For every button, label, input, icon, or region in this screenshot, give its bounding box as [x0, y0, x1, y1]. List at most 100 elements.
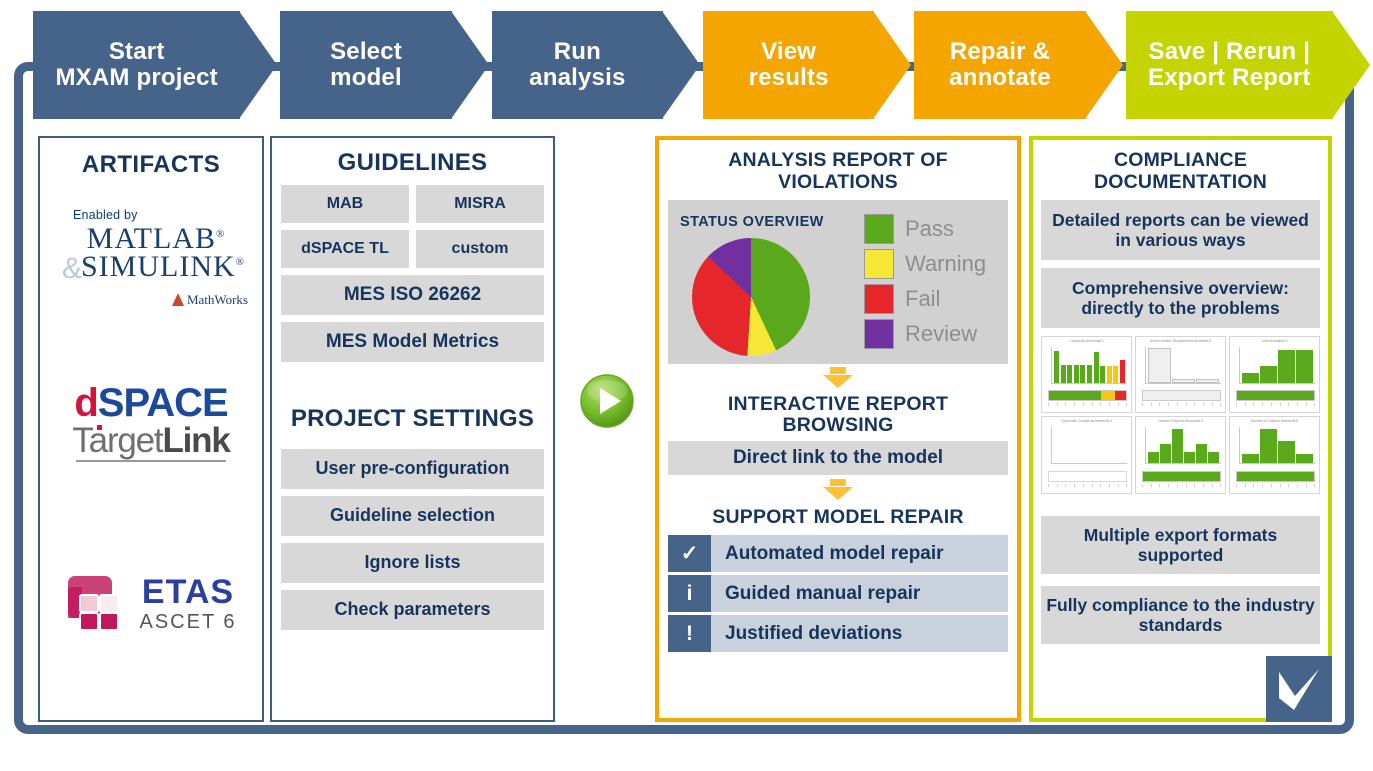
matlab-ampersand: & [62, 252, 83, 285]
legend-swatch-review [864, 319, 894, 350]
report-thumbnail-3[interactable]: Level thumbnail 3 [1229, 335, 1320, 414]
report-thumbnail-6[interactable]: Number of Outports thumbnail 6 [1229, 416, 1320, 494]
compliance-chip-industry-standards[interactable]: Fully compliance to the industry standar… [1041, 585, 1320, 644]
thumbnail-3-axis [1236, 403, 1315, 410]
ascet-version-label: ASCET 6 [139, 610, 237, 633]
repair-item-guided[interactable]: i Guided manual repair [668, 575, 1008, 613]
legend-label-fail: Fail [905, 286, 941, 312]
compliance-check-badge [1266, 656, 1332, 722]
legend-swatch-warning [864, 249, 894, 280]
etas-ascet-logo: ETAS ASCET 6 [40, 573, 262, 635]
status-overview-label: STATUS OVERVIEW [680, 213, 824, 230]
compliance-chip-export-formats[interactable]: Multiple export formats supported [1041, 515, 1320, 574]
etas-wordmark: ETAS [141, 572, 235, 611]
report-thumbnail-grid[interactable]: Complexity thumbnail 1 Linked Generic Re… [1041, 335, 1320, 494]
check-icon: ✓ [668, 535, 711, 573]
process-step-start-line2: MXAM project [55, 64, 218, 91]
thumbnail-2-strip [1142, 390, 1221, 402]
process-step-view-results[interactable]: View results [703, 11, 912, 119]
guideline-chip-custom[interactable]: custom [416, 229, 544, 268]
arrow-down-icon-1 [659, 366, 1017, 388]
status-overview-chart: STATUS OVERVIEW Pass Warning Fail Review [668, 199, 1008, 364]
project-setting-check-parameters[interactable]: Check parameters [281, 589, 544, 630]
guidelines-title: GUIDELINES [337, 149, 488, 176]
compliance-chip-comprehensive-overview[interactable]: Comprehensive overview: directly to the … [1041, 267, 1320, 328]
process-step-run-analysis-line1: Run [553, 37, 601, 65]
matlab-registered-mark: ® [215, 228, 226, 240]
repair-item-justified-label: Justified deviations [711, 615, 1008, 653]
etas-squares-icon [67, 576, 119, 631]
thumbnail-1-strip [1048, 390, 1127, 402]
report-thumbnail-4[interactable]: Cyclomatic Complexity thumbnail 4 [1041, 416, 1132, 494]
legend-swatch-fail [864, 284, 894, 315]
repair-item-guided-label: Guided manual repair [711, 575, 1008, 613]
chevron-notch-icon [243, 11, 281, 119]
thumbnail-5-axis [1142, 483, 1221, 491]
compliance-chip-detailed-reports[interactable]: Detailed reports can be viewed in variou… [1041, 199, 1320, 260]
arrow-down-icon-2 [659, 479, 1017, 501]
mathworks-wordmark: MathWorks [40, 292, 248, 308]
artifacts-panel: ARTIFACTS Enabled by & MATLAB® SIMULINK®… [38, 136, 264, 722]
process-step-start[interactable]: Start MXAM project [33, 11, 278, 119]
process-step-run-analysis[interactable]: Run analysis [491, 11, 700, 119]
project-setting-guideline-selection[interactable]: Guideline selection [281, 495, 544, 536]
process-step-view-results-line1: View [761, 37, 817, 65]
matlab-wordmark: MATLAB® [86, 222, 226, 255]
guidelines-row-2: dSPACE TL custom [272, 229, 553, 268]
legend-item-fail: Fail [864, 282, 986, 317]
thumbnail-1-bars [1051, 346, 1127, 384]
legend-swatch-pass [864, 214, 894, 245]
project-settings-title: PROJECT SETTINGS [290, 404, 535, 432]
repair-item-justified[interactable]: ! Justified deviations [668, 615, 1008, 653]
artifacts-title: ARTIFACTS [81, 151, 221, 178]
guideline-chip-mes-iso-26262[interactable]: MES ISO 26262 [281, 274, 544, 315]
thumbnail-4-axis [1048, 483, 1127, 491]
targetlink-wordmark: TargetLink [72, 421, 230, 460]
check-mark-icon [1279, 669, 1319, 710]
thumbnail-6-axis [1236, 483, 1315, 491]
legend-item-review: Review [864, 317, 986, 352]
process-step-select-model[interactable]: Select model [280, 11, 489, 119]
thumbnail-5-strip [1142, 470, 1221, 482]
status-pie-chart [692, 237, 810, 356]
chevron-tip-icon [662, 11, 700, 119]
matlab-enabled-by-label: Enabled by [73, 208, 138, 222]
process-step-save-rerun-export-line1: Save | Rerun | [1148, 37, 1311, 65]
project-setting-user-pre-configuration[interactable]: User pre-configuration [281, 448, 544, 489]
project-setting-ignore-lists[interactable]: Ignore lists [281, 542, 544, 583]
interactive-report-browsing-title: INTERACTIVE REPORT BROWSING [727, 392, 949, 437]
process-step-select-model-line1: Select [330, 37, 402, 65]
report-thumbnail-2[interactable]: Linked Generic Requirements thumbnail 2 [1135, 335, 1226, 414]
guideline-chip-mes-model-metrics[interactable]: MES Model Metrics [281, 321, 544, 362]
thumbnail-6-strip [1236, 470, 1315, 482]
chevron-tip-icon [1084, 11, 1123, 119]
guideline-chip-mab[interactable]: MAB [281, 184, 409, 223]
guidelines-panel: GUIDELINES MAB MISRA dSPACE TL custom ME… [270, 136, 555, 722]
process-step-run-analysis-line2: analysis [529, 64, 626, 91]
analysis-report-panel: ANALYSIS REPORT OF VIOLATIONS STATUS OVE… [655, 136, 1021, 722]
mathworks-triangle-icon [171, 293, 184, 306]
report-thumbnail-5[interactable]: Number of Inports thumbnail 5 [1135, 416, 1226, 494]
legend-label-review: Review [905, 321, 978, 347]
thumbnail-2-bars [1145, 346, 1221, 384]
repair-item-automated[interactable]: ✓ Automated model repair [668, 535, 1008, 573]
direct-link-to-model-chip[interactable]: Direct link to the model [668, 441, 1008, 476]
process-step-repair-annotate[interactable]: Repair & annotate [914, 11, 1123, 119]
status-legend: Pass Warning Fail Review [864, 212, 986, 352]
guideline-chip-dspace-tl[interactable]: dSPACE TL [281, 229, 409, 268]
guideline-chip-misra[interactable]: MISRA [416, 184, 544, 223]
thumbnail-3-bars [1239, 346, 1315, 384]
process-step-select-model-line2: model [330, 64, 402, 91]
guidelines-row-1: MAB MISRA [272, 184, 553, 223]
chevron-tip-icon [239, 11, 278, 119]
chevron-tip-icon [873, 11, 912, 119]
warning-icon: ! [668, 615, 711, 653]
thumbnail-4-strip [1048, 470, 1127, 482]
report-thumbnail-1[interactable]: Complexity thumbnail 1 [1041, 335, 1132, 414]
thumbnail-5-bars [1145, 427, 1221, 465]
play-icon[interactable] [580, 374, 634, 428]
dspace-targetlink-logo: dSPACE TargetLink [40, 383, 262, 462]
targetlink-dot-icon [97, 425, 102, 430]
simulink-registered-mark: ® [235, 255, 246, 268]
process-step-save-rerun-export[interactable]: Save | Rerun | Export Report [1125, 11, 1370, 119]
